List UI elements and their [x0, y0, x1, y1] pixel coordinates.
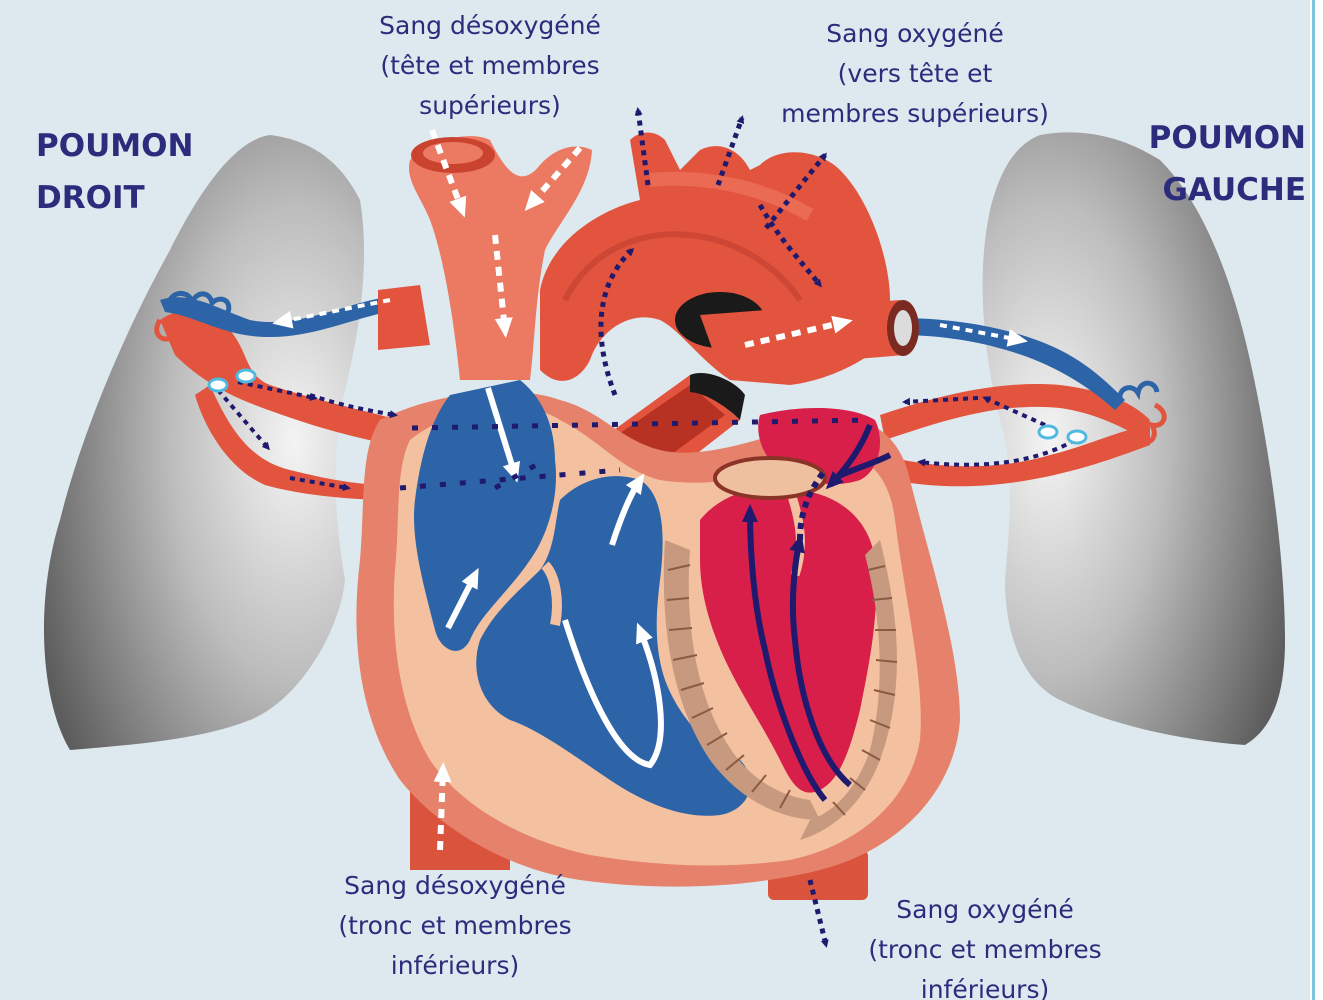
deoxygenated-bottom-label: Sang désoxygéné (tronc et membres inféri…: [300, 866, 610, 986]
svc-side-branch: [378, 285, 430, 350]
right-lung-label: POUMON DROIT: [36, 120, 236, 224]
left-lung-label: POUMON GAUCHE: [1100, 112, 1306, 216]
oxygenated-bottom-label: Sang oxygéné (tronc et membres inférieur…: [830, 890, 1140, 1000]
deoxygenated-top-label: Sang désoxygéné (tête et membres supérie…: [330, 6, 650, 126]
right-lung: [44, 135, 364, 750]
oxygenated-top-label: Sang oxygéné (vers tête et membres supér…: [760, 14, 1070, 134]
